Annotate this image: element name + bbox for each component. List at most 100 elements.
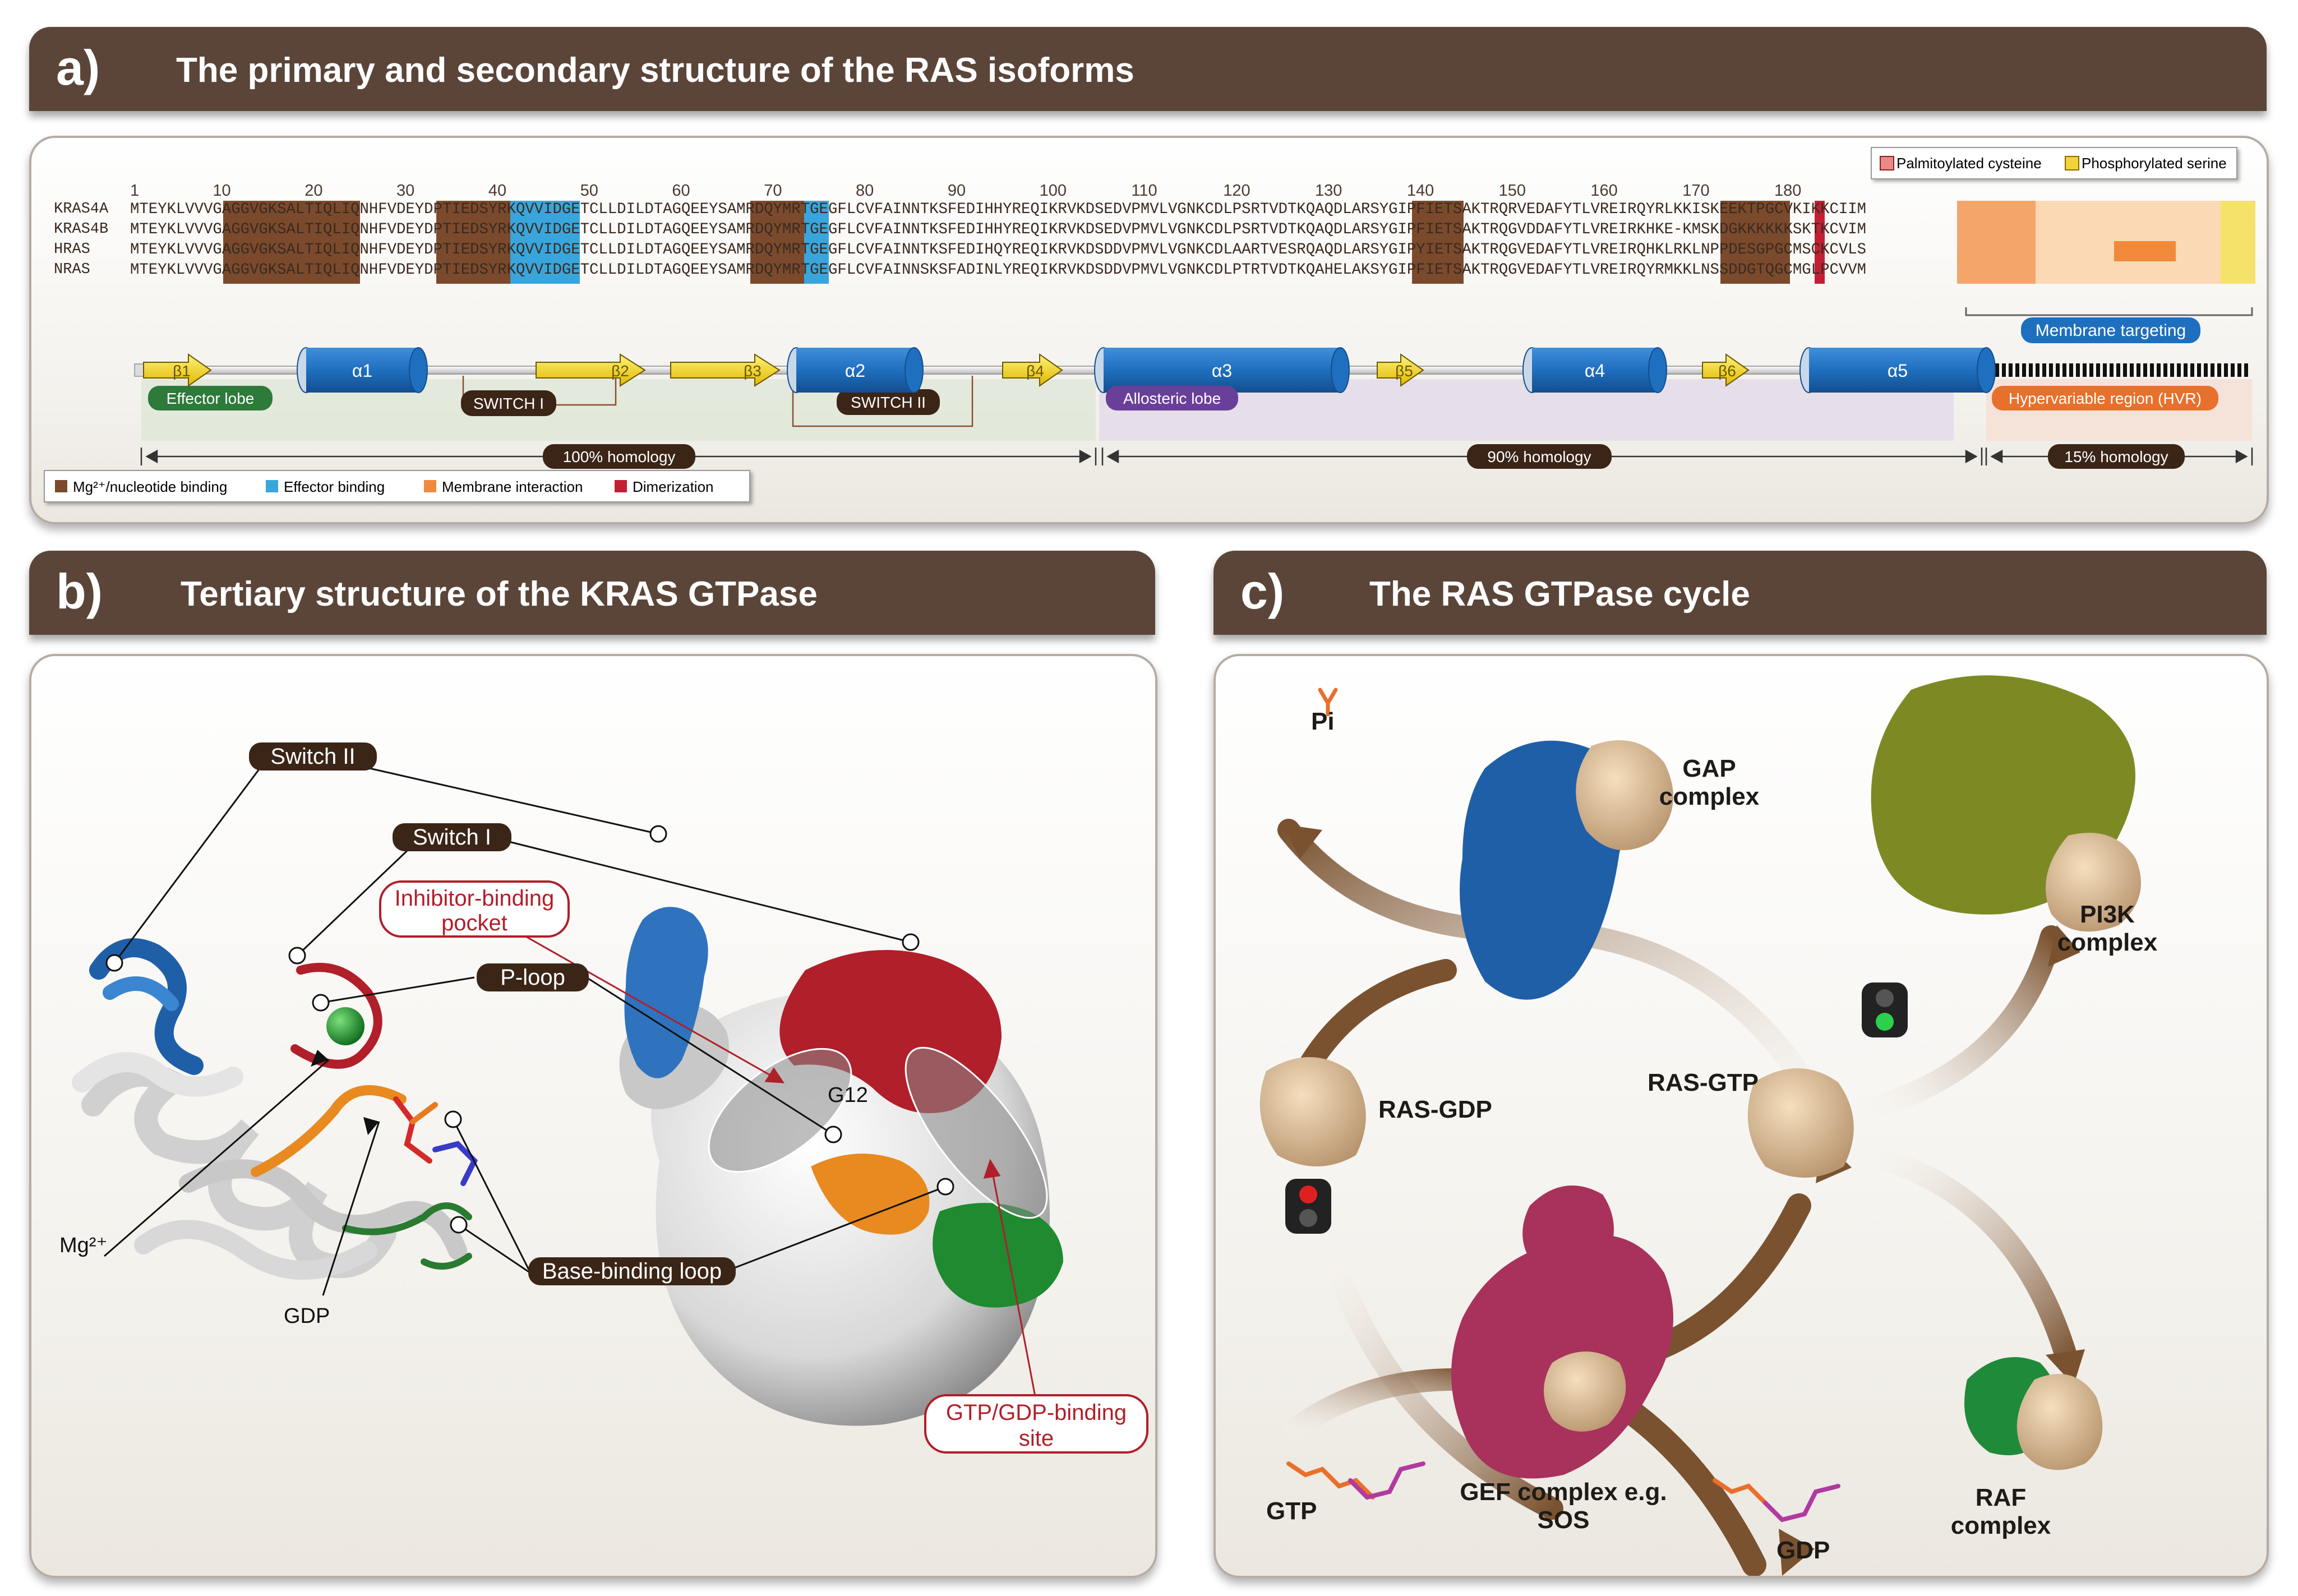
raf-complex-label: RAF complex — [1950, 1484, 2051, 1539]
gef-complex-label: GEF complex e.g. SOS — [1460, 1478, 1667, 1534]
hvr-badge — [1992, 386, 2218, 410]
hvr-bead — [2244, 363, 2248, 377]
legend-swatch-mg — [55, 480, 67, 492]
position-number: 150 — [1498, 182, 1526, 200]
seq-nras: MTEYKLVVVGAGGVGKSALTIQLIQNHFVDEYDPTIEDSY… — [130, 261, 1866, 279]
ras-gdp-protein — [1259, 1057, 1366, 1166]
hvr-bead — [2056, 363, 2060, 377]
position-number: 1 — [130, 182, 140, 200]
homology-100-badge — [543, 444, 695, 469]
strand-b6: β6 — [1702, 353, 1750, 387]
svg-text:β2: β2 — [611, 362, 629, 380]
svg-text:α5: α5 — [1888, 361, 1908, 381]
gap-complex-label: GAP complex — [1659, 755, 1760, 810]
mg-label: Mg²⁺ — [59, 1234, 108, 1257]
phospho-label: Phosphorylated serine — [2082, 155, 2227, 172]
position-number: 60 — [672, 182, 690, 200]
seq-kras4b: MTEYKLVVVGAGGVGKSALTIQLIQNHFVDEYDPTIEDSY… — [130, 221, 1866, 238]
position-number: 20 — [304, 182, 323, 200]
position-number: 170 — [1682, 182, 1710, 200]
hvr-bead — [1995, 363, 1999, 377]
position-number: 30 — [396, 182, 415, 200]
hvr-bead — [2231, 363, 2235, 377]
effector-lobe-label: Effector lobe — [167, 390, 255, 407]
hvr-bead — [2190, 363, 2194, 377]
position-number: 180 — [1774, 182, 1802, 200]
palmitoyl-swatch — [1880, 156, 1894, 170]
inhibitor-pocket-ellipse — [708, 1048, 852, 1173]
position-number: 160 — [1590, 182, 1618, 200]
panel-c-title: The RAS GTPase cycle — [1369, 575, 1750, 614]
sequence-alignment: KRAS4A MTEYKLVVVGAGGVGKSALTIQLIQNHFVDEYD… — [31, 201, 2263, 285]
homology-90-label: 90% homology — [1487, 448, 1591, 465]
gtp-site-ellipse — [905, 1046, 1048, 1219]
hvr-bead — [2022, 363, 2026, 377]
hvr-bead — [2103, 363, 2107, 377]
traffic-light-red-icon — [1285, 1179, 1331, 1234]
hvr-bead — [2184, 363, 2188, 377]
legend-label-effector: Effector binding — [284, 478, 385, 495]
helix-a1: α1 — [297, 347, 428, 393]
gtp-molecule-icon — [1286, 1461, 1425, 1500]
switch-1-label: SWITCH I — [473, 395, 544, 412]
hvr-bead — [2036, 363, 2039, 377]
hvr-bead — [2083, 363, 2087, 377]
hvr-bead — [2170, 363, 2174, 377]
hvr-bead — [2143, 363, 2147, 377]
legend-label-membrane: Membrane interaction — [442, 478, 583, 495]
switch-1-label: Switch I — [393, 823, 511, 851]
helix-a2: α2 — [787, 347, 924, 393]
gdp-molecule-icon — [1713, 1478, 1840, 1523]
legend-top: Palmitoylated cysteine Phosphorylated se… — [1871, 147, 2237, 179]
hvr-bead — [2217, 363, 2221, 377]
homology-15-label: 15% homology — [2064, 448, 2168, 465]
hvr-bead — [2123, 363, 2127, 377]
secondary-structure-diagram: Membrane targeting SWITCH I SWITCH II β1… — [134, 307, 2253, 469]
seq-hras: MTEYKLVVVGAGGVGKSALTIQLIQNHFVDEYDPTIEDSY… — [130, 241, 1866, 259]
svg-text:α2: α2 — [845, 361, 865, 381]
panel-c-header: c) The RAS GTPase cycle — [1213, 551, 2267, 635]
ras-cycle-illustration — [1259, 675, 2141, 1576]
hvr-bead — [2177, 363, 2181, 377]
position-number: 130 — [1315, 182, 1342, 200]
legend-swatch-membrane — [424, 480, 436, 492]
mg-ion — [326, 1007, 364, 1045]
homology-100-label: 100% homology — [563, 448, 676, 465]
gdp-label: GDP — [284, 1304, 330, 1328]
svg-text:β6: β6 — [1718, 362, 1736, 380]
hvr-bead — [2197, 363, 2201, 377]
position-number: 140 — [1406, 182, 1434, 200]
hvr-bead — [2069, 363, 2073, 377]
hvr-beads — [1988, 363, 2248, 377]
hvr-bead — [2130, 363, 2134, 377]
base-binding-loop-label: Base-binding loop — [528, 1257, 736, 1285]
switch-2-label: SWITCH II — [851, 394, 926, 411]
membrane-targeting-badge — [2021, 317, 2200, 343]
legend-label-dimer: Dimerization — [633, 478, 714, 495]
seq-name-hras: HRAS — [54, 241, 90, 258]
hvr-bead — [2062, 363, 2066, 377]
strand-b4: β4 — [1002, 353, 1063, 387]
panel-c-letter: c) — [1240, 564, 1285, 619]
surface-structure — [619, 907, 1063, 1426]
legend-label-mg: Mg²⁺/nucleotide binding — [73, 478, 228, 495]
hvr-bead — [2204, 363, 2208, 377]
switch-2-badge — [837, 389, 940, 415]
hvr-bead — [2237, 363, 2241, 377]
gap-complex-protein — [1460, 740, 1673, 1000]
allosteric-lobe-badge — [1106, 386, 1238, 410]
panel-a-letter: a) — [56, 40, 100, 95]
legend-bottom: Mg²⁺/nucleotide binding Effector binding… — [44, 470, 750, 502]
pi-label: Pi — [1311, 708, 1335, 735]
svg-text:β5: β5 — [1395, 362, 1413, 380]
switch-1-badge — [461, 390, 556, 416]
seq-kras4a: MTEYKLVVVGAGGVGKSALTIQLIQNHFVDEYDPTIEDSY… — [130, 201, 1866, 218]
svg-text:α1: α1 — [352, 361, 372, 381]
ras-gtp-label: RAS-GTP — [1648, 1069, 1759, 1096]
pi3k-complex-label: PI3K complex — [2057, 901, 2158, 956]
ras-gtp-protein — [1747, 1068, 1854, 1178]
gdp-label-c: GDP — [1776, 1537, 1830, 1564]
homology-90-badge — [1467, 444, 1612, 469]
effector-lobe-badge — [148, 386, 273, 410]
